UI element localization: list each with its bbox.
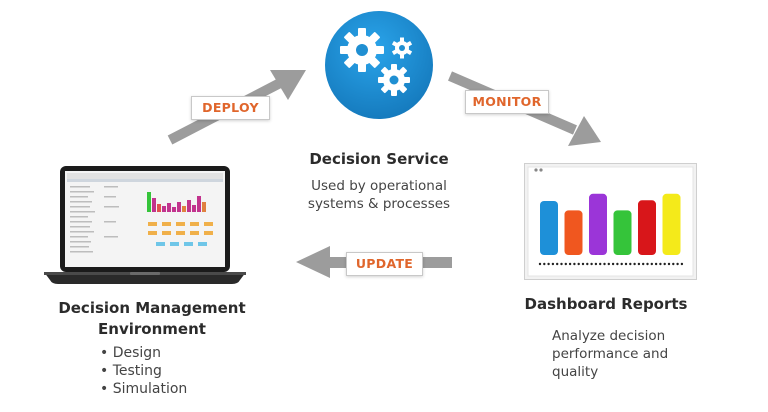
gears-icon bbox=[325, 11, 433, 119]
dashboard-bar bbox=[589, 193, 607, 255]
decision-service-description: Used by operational systems & processes bbox=[307, 178, 451, 212]
dashboard-description: Analyze decision performance and quality bbox=[552, 328, 669, 380]
decision-service-title: Decision Service bbox=[309, 150, 449, 168]
list-item: Simulation bbox=[100, 380, 188, 398]
dashboard-bar bbox=[540, 201, 558, 255]
dashboard-bar bbox=[564, 210, 583, 255]
dashboard-bar bbox=[662, 193, 681, 255]
dashboard-title: Dashboard Reports bbox=[524, 295, 688, 313]
bar-chart-icon bbox=[524, 163, 697, 280]
monitor-label: MONITOR bbox=[465, 90, 549, 114]
list-item: Testing bbox=[100, 362, 187, 380]
laptop-icon bbox=[44, 166, 246, 284]
decision-management-title: Decision Management Environment bbox=[58, 299, 246, 338]
decision-management-list: Design Testing Simulation bbox=[100, 344, 188, 398]
dashboard-bar bbox=[638, 200, 656, 255]
update-label: UPDATE bbox=[346, 252, 423, 276]
dashboard-bar bbox=[613, 210, 632, 255]
list-item: Design bbox=[100, 344, 187, 362]
deploy-label: DEPLOY bbox=[191, 96, 270, 120]
